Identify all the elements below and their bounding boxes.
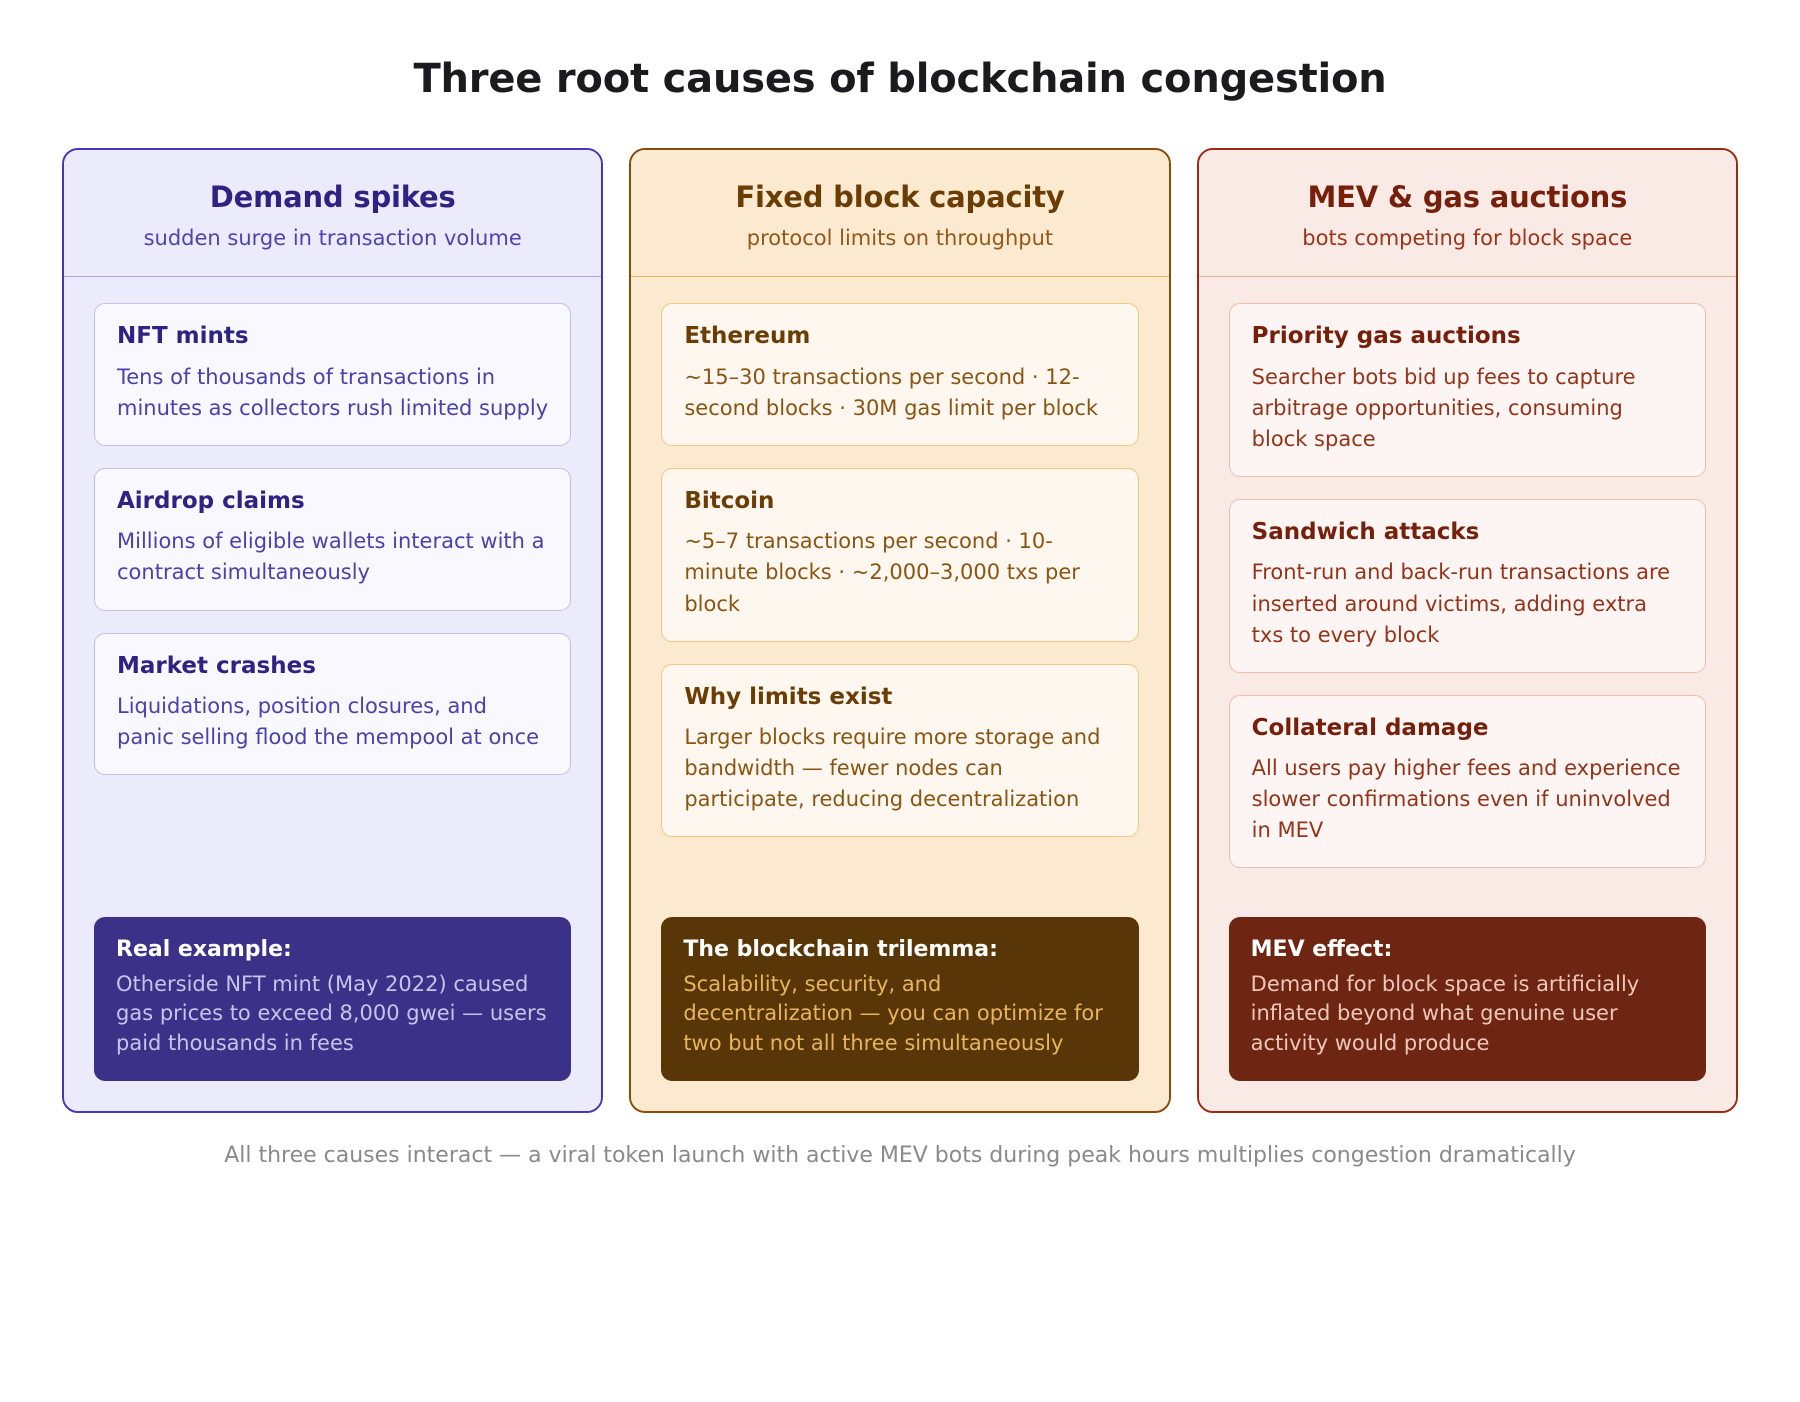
column-body: NFT mints Tens of thousands of transacti… [64, 277, 602, 1111]
item-description: ~5–7 transactions per second · 10-minute… [684, 529, 1080, 616]
item-title: Airdrop claims [117, 487, 305, 514]
page-title: Three root causes of blockchain congesti… [413, 56, 1387, 102]
item-description: Liquidations, position closures, and pan… [117, 694, 540, 750]
column-title: Fixed block capacity [735, 180, 1065, 214]
item-title: Why limits exist [684, 683, 893, 710]
column-fixed-block-capacity: Fixed block capacity protocol limits on … [629, 148, 1171, 1113]
item-title: NFT mints [117, 323, 249, 349]
column-subtitle: sudden surge in transaction volume [143, 226, 522, 250]
callout-description: Scalability, security, and decentralizat… [683, 971, 1103, 1056]
column-header: MEV & gas auctions bots competing for bl… [1198, 150, 1736, 277]
columns-container: Demand spikes sudden surge in transactio… [0, 148, 1800, 1113]
item-card: Ethereum ~15–30 transactions per second … [661, 303, 1139, 446]
item-card: Why limits exist Larger blocks require m… [661, 663, 1139, 838]
item-card: Airdrop claims Millions of eligible wall… [94, 467, 572, 611]
callout-title: Real example: [116, 937, 292, 963]
column-body: Priority gas auctions Searcher bots bid … [1198, 277, 1736, 1111]
column-subtitle: bots competing for block space [1302, 226, 1633, 250]
footer-note: All three causes interact — a viral toke… [224, 1143, 1576, 1168]
item-description: ~15–30 transactions per second · 12-seco… [684, 364, 1099, 420]
callout-description: Otherside NFT mint (May 2022) caused gas… [116, 971, 547, 1056]
item-title: Ethereum [684, 323, 811, 349]
callout-box: Real example: Otherside NFT mint (May 20… [94, 917, 572, 1081]
item-description: Searcher bots bid up fees to capture arb… [1251, 364, 1636, 451]
item-description: Larger blocks require more storage and b… [684, 725, 1101, 812]
item-card: Market crashes Liquidations, position cl… [94, 632, 572, 776]
column-mev-gas-auctions: MEV & gas auctions bots competing for bl… [1196, 148, 1738, 1113]
column-title: MEV & gas auctions [1307, 180, 1628, 214]
item-title: Priority gas auctions [1251, 323, 1521, 349]
item-title: Bitcoin [684, 487, 775, 514]
item-card: Bitcoin ~5–7 transactions per second · 1… [661, 467, 1139, 642]
item-card: Collateral damage All users pay higher f… [1228, 694, 1706, 869]
callout-box: The blockchain trilemma: Scalability, se… [661, 917, 1139, 1081]
column-subtitle: protocol limits on throughput [746, 226, 1054, 250]
item-description: Millions of eligible wallets interact wi… [117, 529, 545, 585]
item-card: Priority gas auctions Searcher bots bid … [1228, 303, 1706, 477]
callout-box: MEV effect: Demand for block space is ar… [1228, 917, 1706, 1081]
column-header: Demand spikes sudden surge in transactio… [64, 150, 602, 277]
item-title: Market crashes [117, 652, 316, 679]
column-body: Ethereum ~15–30 transactions per second … [631, 277, 1169, 1111]
callout-title: MEV effect: [1250, 937, 1393, 963]
item-card: Sandwich attacks Front-run and back-run … [1228, 498, 1706, 673]
item-title: Sandwich attacks [1251, 518, 1480, 545]
column-header: Fixed block capacity protocol limits on … [631, 150, 1169, 277]
column-demand-spikes: Demand spikes sudden surge in transactio… [62, 148, 604, 1113]
item-description: All users pay higher fees and experience… [1251, 756, 1681, 843]
item-description: Front-run and back-run transactions are … [1251, 560, 1671, 647]
item-title: Collateral damage [1251, 714, 1489, 741]
callout-description: Demand for block space is artificially i… [1250, 971, 1640, 1056]
column-title: Demand spikes [209, 180, 456, 214]
item-description: Tens of thousands of transactions in min… [117, 364, 549, 420]
item-card: NFT mints Tens of thousands of transacti… [94, 303, 572, 446]
callout-title: The blockchain trilemma: [683, 937, 998, 963]
